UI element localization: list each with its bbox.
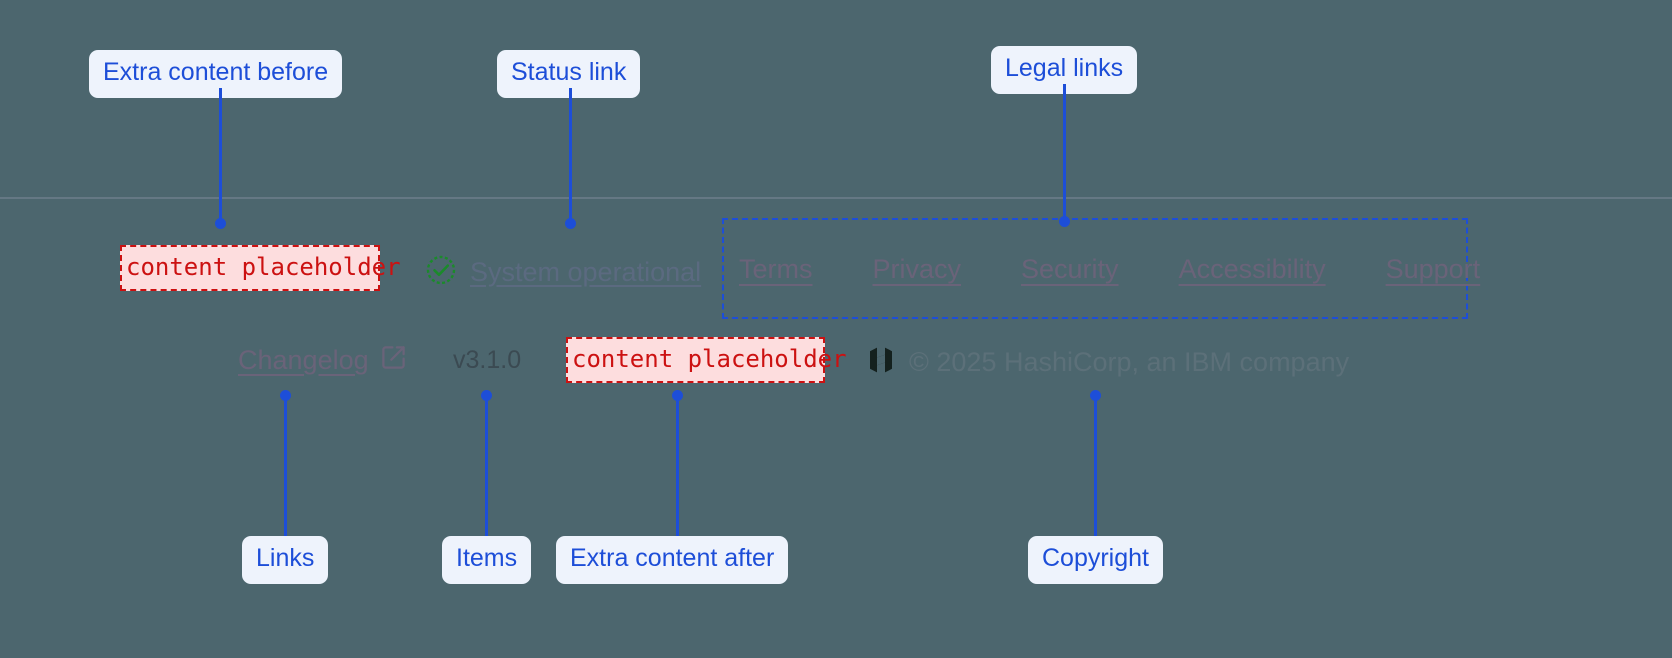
leader-line-copyright bbox=[1094, 396, 1097, 536]
callout-extra-content-before: Extra content before bbox=[89, 50, 343, 98]
content-placeholder-after: content placeholder bbox=[566, 337, 847, 383]
page-background-top bbox=[0, 0, 1672, 197]
legal-links-list: Terms Privacy Security Accessibility Sup… bbox=[739, 254, 1480, 285]
legal-link-terms[interactable]: Terms bbox=[739, 254, 813, 284]
callout-status-link: Status link bbox=[497, 50, 641, 98]
callout-copyright: Copyright bbox=[1028, 536, 1163, 584]
legal-links-highlight-box bbox=[722, 218, 1468, 319]
legal-link-support[interactable]: Support bbox=[1385, 254, 1481, 284]
leader-line-links bbox=[284, 396, 287, 536]
leader-dot-extra-content-after bbox=[672, 390, 683, 401]
changelog-link[interactable]: Changelog bbox=[238, 344, 407, 376]
legal-link-security[interactable]: Security bbox=[1021, 254, 1119, 284]
version-label: v3.1.0 bbox=[453, 346, 522, 374]
leader-dot-items bbox=[481, 390, 492, 401]
leader-line-extra-content-before bbox=[219, 88, 222, 223]
leader-dot-extra-content-before bbox=[215, 218, 226, 229]
hashicorp-logo-icon bbox=[866, 344, 896, 381]
leader-line-legal-links bbox=[1063, 84, 1066, 221]
copyright-row: © 2025 HashiCorp, an IBM company bbox=[866, 344, 1349, 381]
leader-dot-links bbox=[280, 390, 291, 401]
content-placeholder-before: content placeholder bbox=[120, 245, 401, 291]
leader-dot-legal-links bbox=[1059, 216, 1070, 227]
callout-items: Items bbox=[442, 536, 532, 584]
status-link[interactable]: System operational bbox=[425, 254, 701, 291]
leader-dot-copyright bbox=[1090, 390, 1101, 401]
legal-link-privacy[interactable]: Privacy bbox=[872, 254, 962, 284]
legal-link-accessibility[interactable]: Accessibility bbox=[1178, 254, 1326, 284]
changelog-label: Changelog bbox=[238, 344, 369, 375]
callout-links: Links bbox=[242, 536, 329, 584]
leader-line-items bbox=[485, 396, 488, 536]
leader-dot-status-link bbox=[565, 218, 576, 229]
external-link-icon bbox=[380, 344, 407, 376]
status-link-label: System operational bbox=[470, 257, 702, 287]
footer-top-divider bbox=[0, 197, 1672, 199]
callout-extra-content-after: Extra content after bbox=[556, 536, 789, 584]
check-circle-icon bbox=[425, 254, 457, 291]
copyright-text: © 2025 HashiCorp, an IBM company bbox=[909, 347, 1350, 377]
leader-line-status-link bbox=[569, 88, 572, 223]
leader-line-extra-content-after bbox=[676, 396, 679, 536]
